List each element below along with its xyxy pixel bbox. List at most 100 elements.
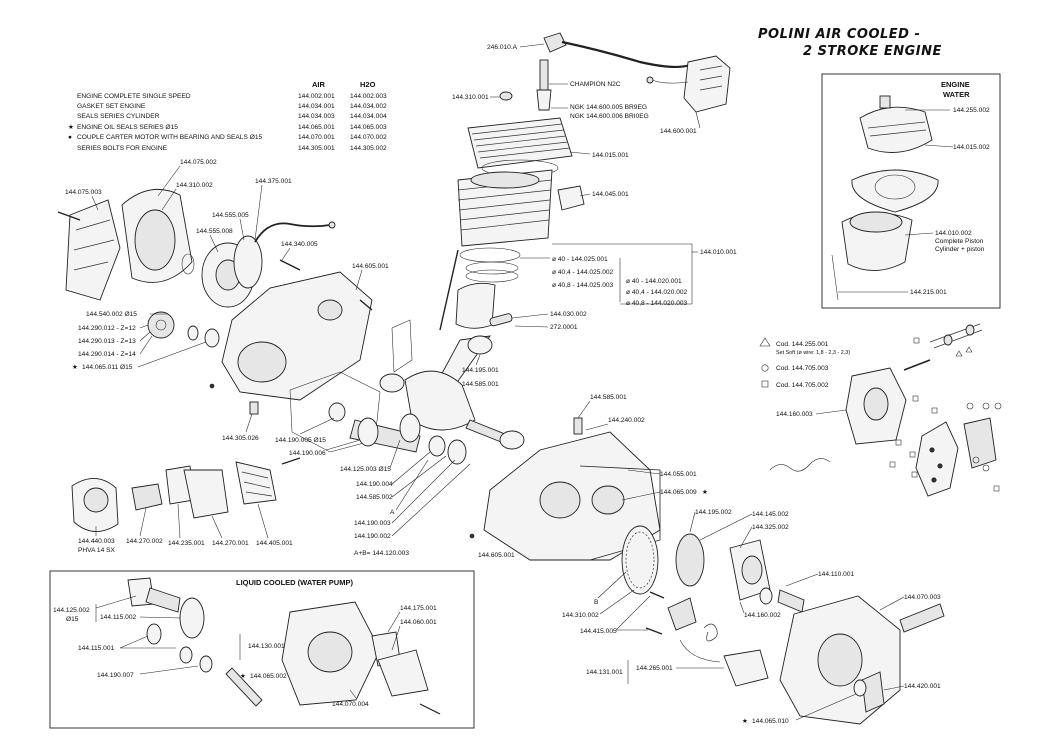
label-water-3: 144.010.002 [935, 230, 972, 237]
pump-case-bore [307, 631, 353, 673]
liquid-cooled-box: LIQUID COOLED (WATER PUMP) 144.125.002 Ø… [49, 570, 475, 729]
leader-line [391, 463, 471, 537]
triangle-marker [955, 350, 963, 357]
pump-bearing-2 [199, 655, 213, 673]
cover-seal [853, 679, 867, 697]
label-lq-g: 144.175.001 [400, 605, 437, 612]
label-d40a: ø 40 - 144.025.001 [552, 256, 608, 263]
label-420: 144.420.001 [904, 683, 941, 690]
legend-square-code: Cod. 144.705.002 [776, 382, 829, 389]
square-marker [911, 471, 918, 478]
variator-legend: Cod. 144.255.001 Set Soft (ø wire: 1,8 -… [759, 337, 850, 418]
square-marker [909, 451, 916, 458]
liquid-cooled-frame [49, 570, 475, 729]
kick-bracket-drawing [667, 597, 697, 631]
case-bolt [359, 299, 373, 311]
leader-line [599, 589, 635, 615]
circle-marker [982, 464, 990, 472]
table-row-marker-dot: ● [68, 134, 72, 141]
circle-marker [972, 456, 980, 464]
leader-line [785, 573, 819, 587]
leader-line [621, 491, 661, 501]
label-325: 144.325.002 [752, 524, 789, 531]
leader-line [391, 459, 456, 524]
label-110: 144.110.001 [818, 571, 855, 578]
right-crankcase: 144.585.001 144.240.002 144.055.001 144.… [469, 394, 708, 561]
leader-line [615, 595, 651, 631]
square-marker [993, 485, 1000, 492]
leader-line [391, 625, 401, 651]
leader-line [299, 417, 335, 435]
reed-valve-drawing [235, 461, 277, 505]
label-a: A [390, 509, 395, 516]
cover-bolt [57, 211, 81, 221]
coil-detail [699, 65, 723, 91]
legend-square-symbol [761, 380, 769, 388]
label-131: 144.131.001 [586, 669, 623, 676]
variator-cover-drawing [963, 417, 997, 469]
label-415: 144.415.005 [580, 628, 617, 635]
case-dowel [249, 401, 259, 415]
leader-line [391, 455, 447, 498]
leader-line [579, 193, 591, 197]
small-end-bearing [467, 335, 493, 355]
spring-washer [943, 334, 953, 346]
leader-line [139, 331, 151, 342]
table-row-desc: SERIES BOLTS FOR ENGINE [77, 145, 168, 152]
water-head-drawing [859, 106, 933, 153]
gear-drawing [399, 413, 421, 443]
label-125: 144.125.003 Ø15 [340, 466, 391, 473]
kick-pedal-drawing [861, 671, 885, 713]
label-star-065c: ★ [742, 717, 748, 725]
marker-dot [469, 533, 475, 539]
legend-triangle-code: Cod. 144.255.001 [776, 341, 829, 348]
crank-bearing-left [379, 373, 405, 393]
label-190b: 144.190.006 [289, 450, 326, 457]
leader-line [139, 616, 181, 619]
leader-line [395, 459, 429, 511]
label-290b: 144.290.013 - Z=13 [78, 338, 136, 345]
label-270a: 144.270.002 [126, 538, 163, 545]
pump-shaft-drawing [145, 587, 181, 613]
gear-drawing [357, 417, 379, 447]
leader-line [139, 665, 199, 675]
rotor-nut [181, 253, 195, 275]
roller-drawing [931, 477, 937, 483]
label-145: 144.145.002 [752, 511, 789, 518]
leader-line [569, 151, 591, 155]
label-310: 144.310.001 [452, 94, 489, 101]
leader-line [161, 188, 177, 211]
spark-plug-body [536, 89, 552, 111]
label-water-3b: Complete Piston [935, 238, 984, 245]
plug-cap-drawing [543, 32, 567, 53]
label-065c: 144.065.010 [752, 718, 789, 725]
label-585b: 144.585.001 [590, 394, 627, 401]
stator-drawing [233, 235, 263, 289]
bearing-drawing [328, 402, 346, 422]
top-assembly [379, 32, 731, 450]
label-d404b: ø 40,4 - 144.020.002 [626, 289, 688, 296]
leader-line [119, 635, 176, 649]
label-star-065: ★ [72, 363, 78, 371]
leader-line [177, 503, 181, 539]
leader-line [475, 354, 481, 366]
label-lq-h: 144.060.001 [400, 619, 437, 626]
label-190d: 144.190.003 [354, 520, 391, 527]
leader-line [689, 511, 696, 533]
clutch-nut [777, 589, 805, 613]
label-lq-b: 144.115.002 [100, 614, 137, 621]
table-col-air: AIR [312, 80, 326, 89]
cylinder-stud [439, 249, 459, 331]
circle-marker [966, 402, 974, 410]
label-030: 144.030.002 [550, 311, 587, 318]
leader-line [245, 413, 253, 433]
leader-line [325, 439, 361, 451]
coil-terminal-drawing [646, 76, 654, 84]
table-row-air: 144.034.003 [298, 113, 335, 120]
leader-line [585, 423, 609, 431]
label-lq-d: 144.190.007 [97, 672, 134, 679]
label-190a: 144.190.005 Ø15 [275, 437, 326, 444]
square-marker [889, 461, 896, 468]
leader-line [349, 689, 357, 699]
leader-line [281, 247, 291, 261]
